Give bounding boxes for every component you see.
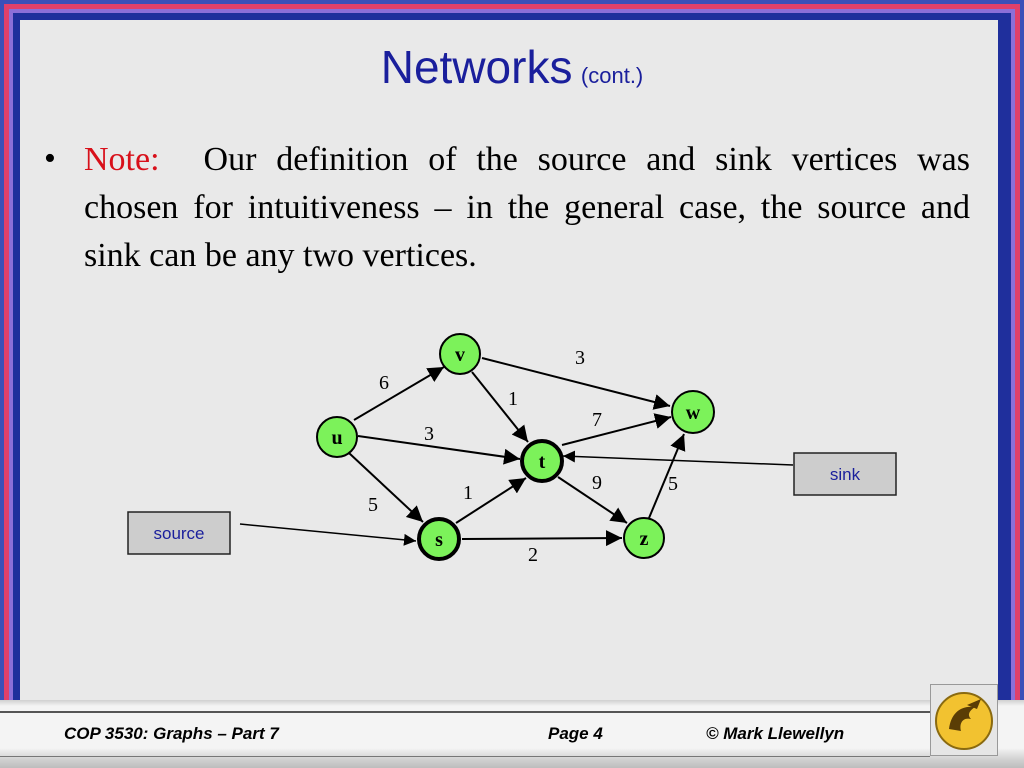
weight-t-z: 9	[592, 472, 602, 494]
node-v: v	[439, 333, 481, 375]
edge-u-t	[357, 435, 521, 465]
source-box-label: source	[153, 524, 204, 543]
edge-u-s	[348, 452, 424, 523]
node-t: t	[520, 439, 564, 483]
edge-z-w	[648, 433, 686, 519]
edge-s-t	[455, 477, 527, 524]
node-u: u	[316, 416, 358, 458]
pegasus-logo-icon	[935, 692, 993, 750]
weight-t-w: 7	[592, 409, 602, 431]
sink-box-label: sink	[830, 465, 861, 484]
footer-page: Page 4	[548, 724, 603, 743]
weight-z-w: 5	[668, 473, 678, 495]
node-z: z	[623, 517, 665, 559]
node-label-t: t	[539, 451, 546, 473]
footer-author: © Mark Llewellyn	[706, 724, 845, 743]
edge-v-t	[471, 371, 529, 443]
edge-s-z	[461, 530, 623, 547]
logo-box	[930, 684, 998, 756]
title-main: Networks	[380, 41, 573, 93]
source-pointer	[239, 523, 417, 546]
weight-s-z: 2	[528, 544, 538, 566]
edge-t-w	[561, 413, 672, 446]
weight-s-t: 1	[463, 482, 473, 504]
bullet-icon: •	[44, 140, 56, 177]
weight-v-t: 1	[508, 388, 518, 410]
source-box: source	[127, 511, 231, 555]
node-label-u: u	[331, 427, 342, 449]
edge-t-z	[557, 476, 628, 524]
weight-u-s: 5	[368, 494, 378, 516]
node-label-z: z	[640, 528, 649, 550]
footer-divider-bottom	[0, 756, 930, 757]
note-paragraph: Note:Our definition of the source and si…	[84, 136, 970, 280]
weight-u-v: 6	[379, 372, 389, 394]
node-label-v: v	[455, 344, 465, 366]
weight-v-w: 3	[575, 347, 585, 369]
footer-divider-top	[0, 711, 930, 713]
node-s: s	[417, 517, 461, 561]
sink-box: sink	[793, 452, 897, 496]
note-text: Our definition of the source and sink ve…	[84, 141, 970, 274]
weight-u-t: 3	[424, 423, 434, 445]
node-label-w: w	[686, 402, 701, 424]
node-label-s: s	[435, 529, 443, 551]
footer-course: COP 3530: Graphs – Part 7	[64, 724, 279, 743]
edge-u-v	[353, 366, 445, 421]
note-label: Note:	[84, 141, 160, 178]
edge-v-w	[481, 357, 671, 410]
node-w: w	[671, 390, 715, 434]
title-suffix: (cont.)	[580, 63, 644, 88]
slide-title: Networks (cont.)	[0, 40, 1024, 94]
sink-pointer	[562, 450, 794, 466]
